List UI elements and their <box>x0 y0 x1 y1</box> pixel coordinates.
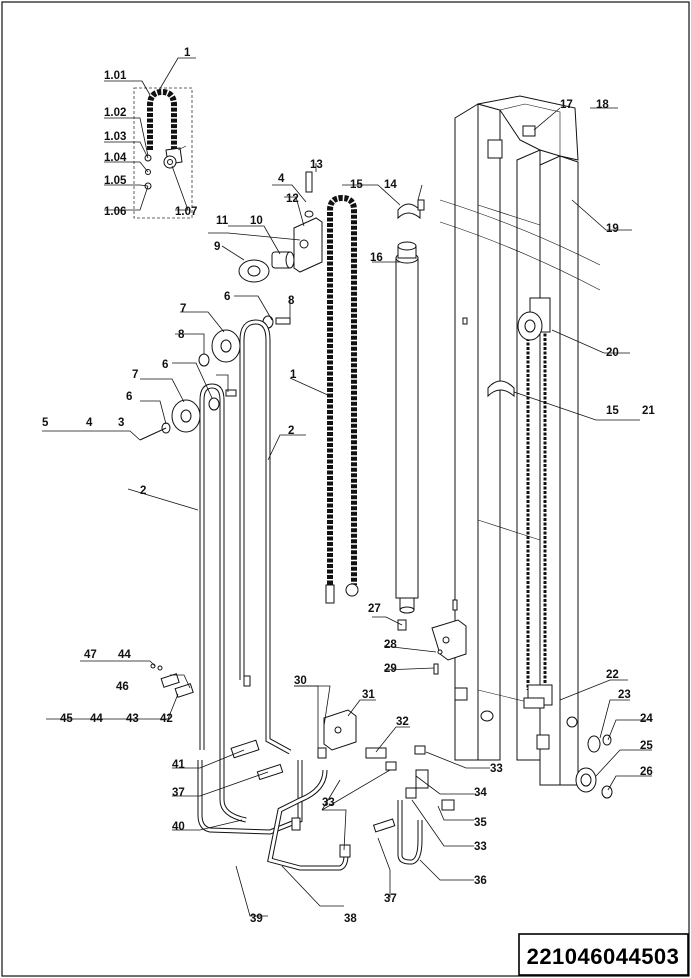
pipe-clamp <box>397 203 421 220</box>
lift-chain <box>325 194 359 604</box>
label-1-03: 1.03 <box>104 131 126 143</box>
label-19: 19 <box>606 223 619 235</box>
label-4-mid: 4 <box>86 417 93 429</box>
lift-cylinder <box>395 241 419 614</box>
label-1-06: 1.06 <box>104 206 126 218</box>
label-37-b: 37 <box>384 893 397 905</box>
label-2-left: 2 <box>140 485 146 497</box>
label-6-low: 6 <box>126 391 132 403</box>
label-21: 21 <box>642 405 655 417</box>
leader-lines <box>42 57 652 917</box>
label-1-kit: 1 <box>184 47 191 59</box>
label-15-low: 15 <box>606 405 619 417</box>
label-22: 22 <box>606 669 619 681</box>
label-44-top: 44 <box>118 649 131 661</box>
seal-kit <box>575 734 613 799</box>
label-2-right: 2 <box>288 425 294 437</box>
label-27: 27 <box>368 603 381 615</box>
label-25: 25 <box>640 740 653 752</box>
label-14: 14 <box>384 179 397 191</box>
label-6-top: 6 <box>224 291 230 303</box>
label-36: 36 <box>474 875 487 887</box>
label-4-top: 4 <box>278 173 285 185</box>
label-26: 26 <box>640 766 653 778</box>
label-29: 29 <box>384 663 397 675</box>
document-number-box: 221046044503 <box>518 933 689 976</box>
label-33-b: 33 <box>322 797 335 809</box>
label-7-mid: 7 <box>132 369 138 381</box>
label-47: 47 <box>84 649 97 661</box>
label-1-02: 1.02 <box>104 107 126 119</box>
label-45: 45 <box>60 713 73 725</box>
label-33-c: 33 <box>474 841 487 853</box>
mast-assembly <box>439 95 601 786</box>
label-41: 41 <box>172 759 185 771</box>
label-1-chain: 1 <box>290 369 297 381</box>
callout-labels: 1 1.01 1.02 1.03 1.04 1.05 1.06 1.07 13 … <box>42 47 655 925</box>
small-hardware <box>150 663 251 698</box>
label-10: 10 <box>250 215 263 227</box>
label-15-top: 15 <box>350 179 363 191</box>
label-9: 9 <box>214 241 220 253</box>
label-40: 40 <box>172 821 185 833</box>
label-30: 30 <box>294 675 307 687</box>
hydraulic-fittings <box>197 709 455 871</box>
label-38: 38 <box>344 913 357 925</box>
label-35: 35 <box>474 817 487 829</box>
label-8-mid: 8 <box>178 329 185 341</box>
label-42: 42 <box>160 713 173 725</box>
document-number: 221046044503 <box>527 944 680 969</box>
label-24: 24 <box>640 713 653 725</box>
sheave-block-parts <box>238 171 323 283</box>
label-20: 20 <box>606 347 619 359</box>
label-1-07: 1.07 <box>175 206 197 218</box>
label-16: 16 <box>370 252 383 264</box>
label-1-01: 1.01 <box>104 70 127 82</box>
label-43: 43 <box>126 713 139 725</box>
label-39: 39 <box>250 913 263 925</box>
label-44-low: 44 <box>90 713 103 725</box>
label-23: 23 <box>618 689 631 701</box>
label-34: 34 <box>474 787 487 799</box>
label-5: 5 <box>42 417 49 429</box>
label-18: 18 <box>596 99 609 111</box>
kit-1-group <box>133 87 193 219</box>
label-17: 17 <box>560 99 573 111</box>
label-33-a: 33 <box>490 763 503 775</box>
label-8-top: 8 <box>288 295 295 307</box>
label-3: 3 <box>118 417 124 429</box>
label-31: 31 <box>362 689 375 701</box>
label-13: 13 <box>310 159 323 171</box>
label-7-top: 7 <box>180 303 186 315</box>
label-32: 32 <box>396 716 409 728</box>
label-12: 12 <box>286 193 299 205</box>
label-46: 46 <box>116 681 129 693</box>
hose-reel-parts <box>139 315 292 823</box>
label-28: 28 <box>384 639 397 651</box>
label-11: 11 <box>216 215 229 227</box>
label-6-mid: 6 <box>162 359 168 371</box>
label-37-a: 37 <box>172 787 185 799</box>
label-1-04: 1.04 <box>104 152 127 164</box>
label-1-05: 1.05 <box>104 175 127 187</box>
